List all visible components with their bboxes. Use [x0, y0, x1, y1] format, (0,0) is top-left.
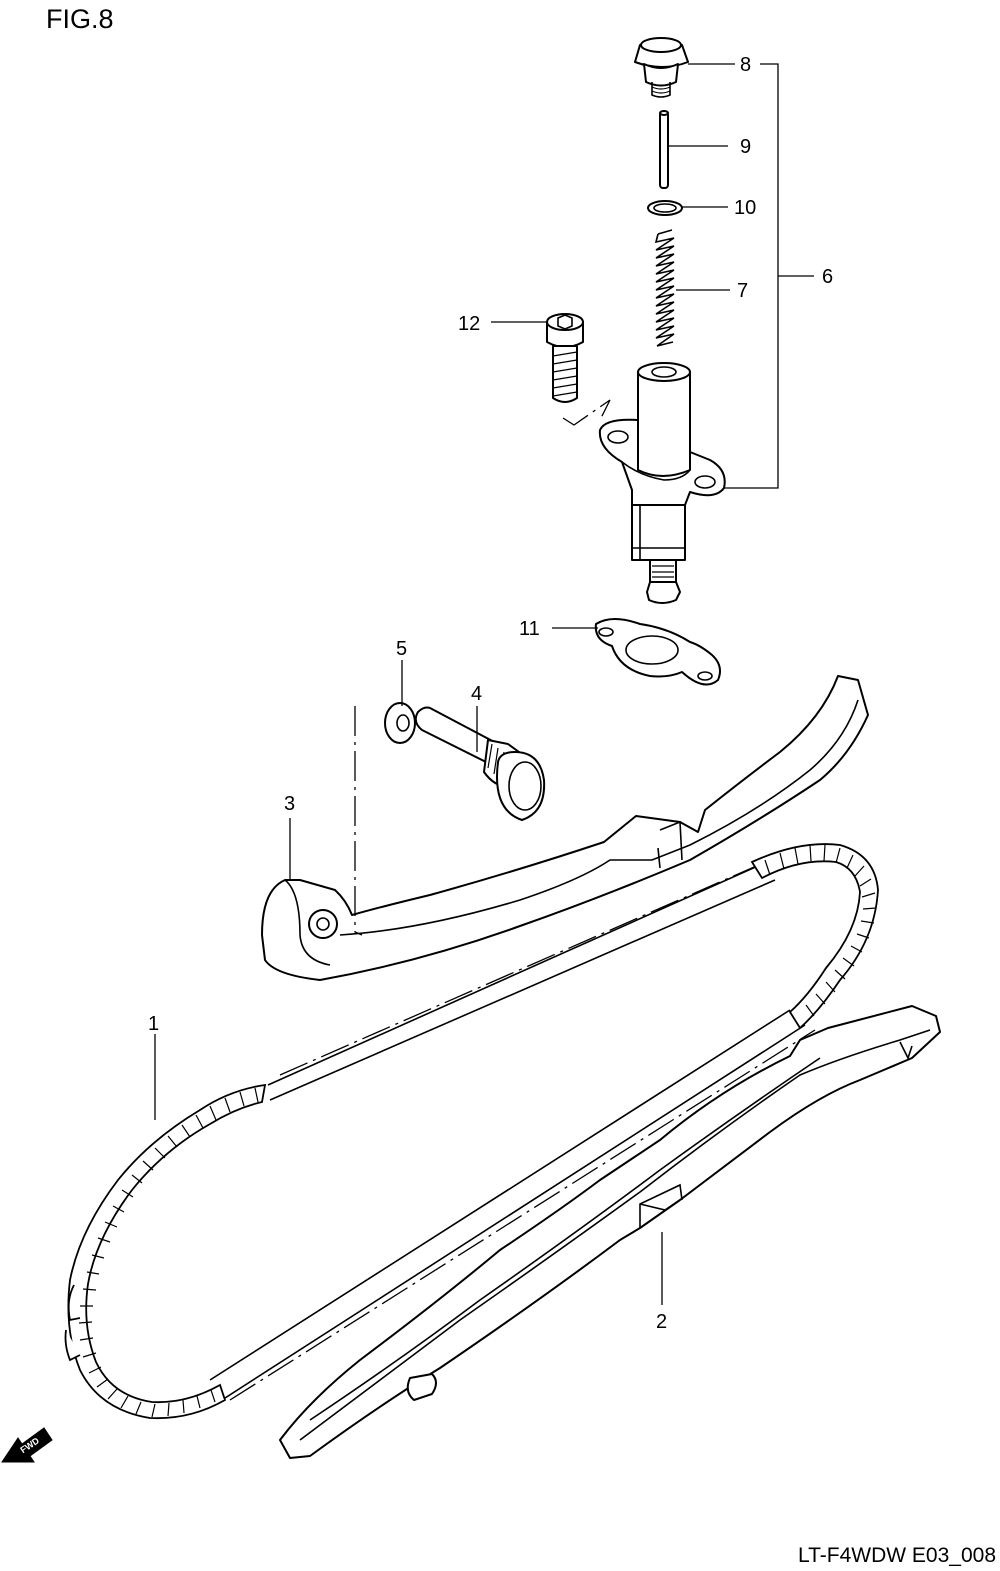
fwd-arrow-icon: FWD	[1, 1427, 53, 1463]
label-10: 10	[734, 197, 756, 219]
label-1: 1	[148, 1013, 159, 1035]
chain-guide	[279, 1005, 941, 1459]
tensioner-spring	[654, 229, 675, 347]
label-4: 4	[471, 683, 482, 705]
label-6: 6	[822, 266, 833, 288]
tensioner-rod	[659, 110, 669, 189]
cam-chain	[64, 843, 879, 1420]
tensioner-cap-bolt	[634, 37, 689, 98]
label-9: 9	[740, 136, 751, 158]
leader-lines	[154, 63, 814, 1305]
label-7: 7	[737, 280, 748, 302]
label-3: 3	[284, 793, 295, 815]
figure-code: LT-F4WDW E03_008	[798, 1544, 996, 1567]
chain-tensioner-guide	[261, 675, 869, 981]
tensioner-gasket	[594, 618, 721, 686]
label-12: 12	[458, 313, 480, 335]
label-5: 5	[396, 638, 407, 660]
label-2: 2	[656, 1311, 667, 1333]
tensioner-body	[598, 362, 726, 604]
tensioner-pivot-bolt	[414, 706, 546, 821]
tensioner-o-ring	[647, 200, 683, 216]
label-8: 8	[740, 54, 751, 76]
figure-title: FIG.8	[46, 4, 114, 34]
pivot-washer	[384, 702, 416, 744]
tensioner-mounting-bolt	[546, 313, 584, 403]
label-11: 11	[519, 618, 540, 640]
